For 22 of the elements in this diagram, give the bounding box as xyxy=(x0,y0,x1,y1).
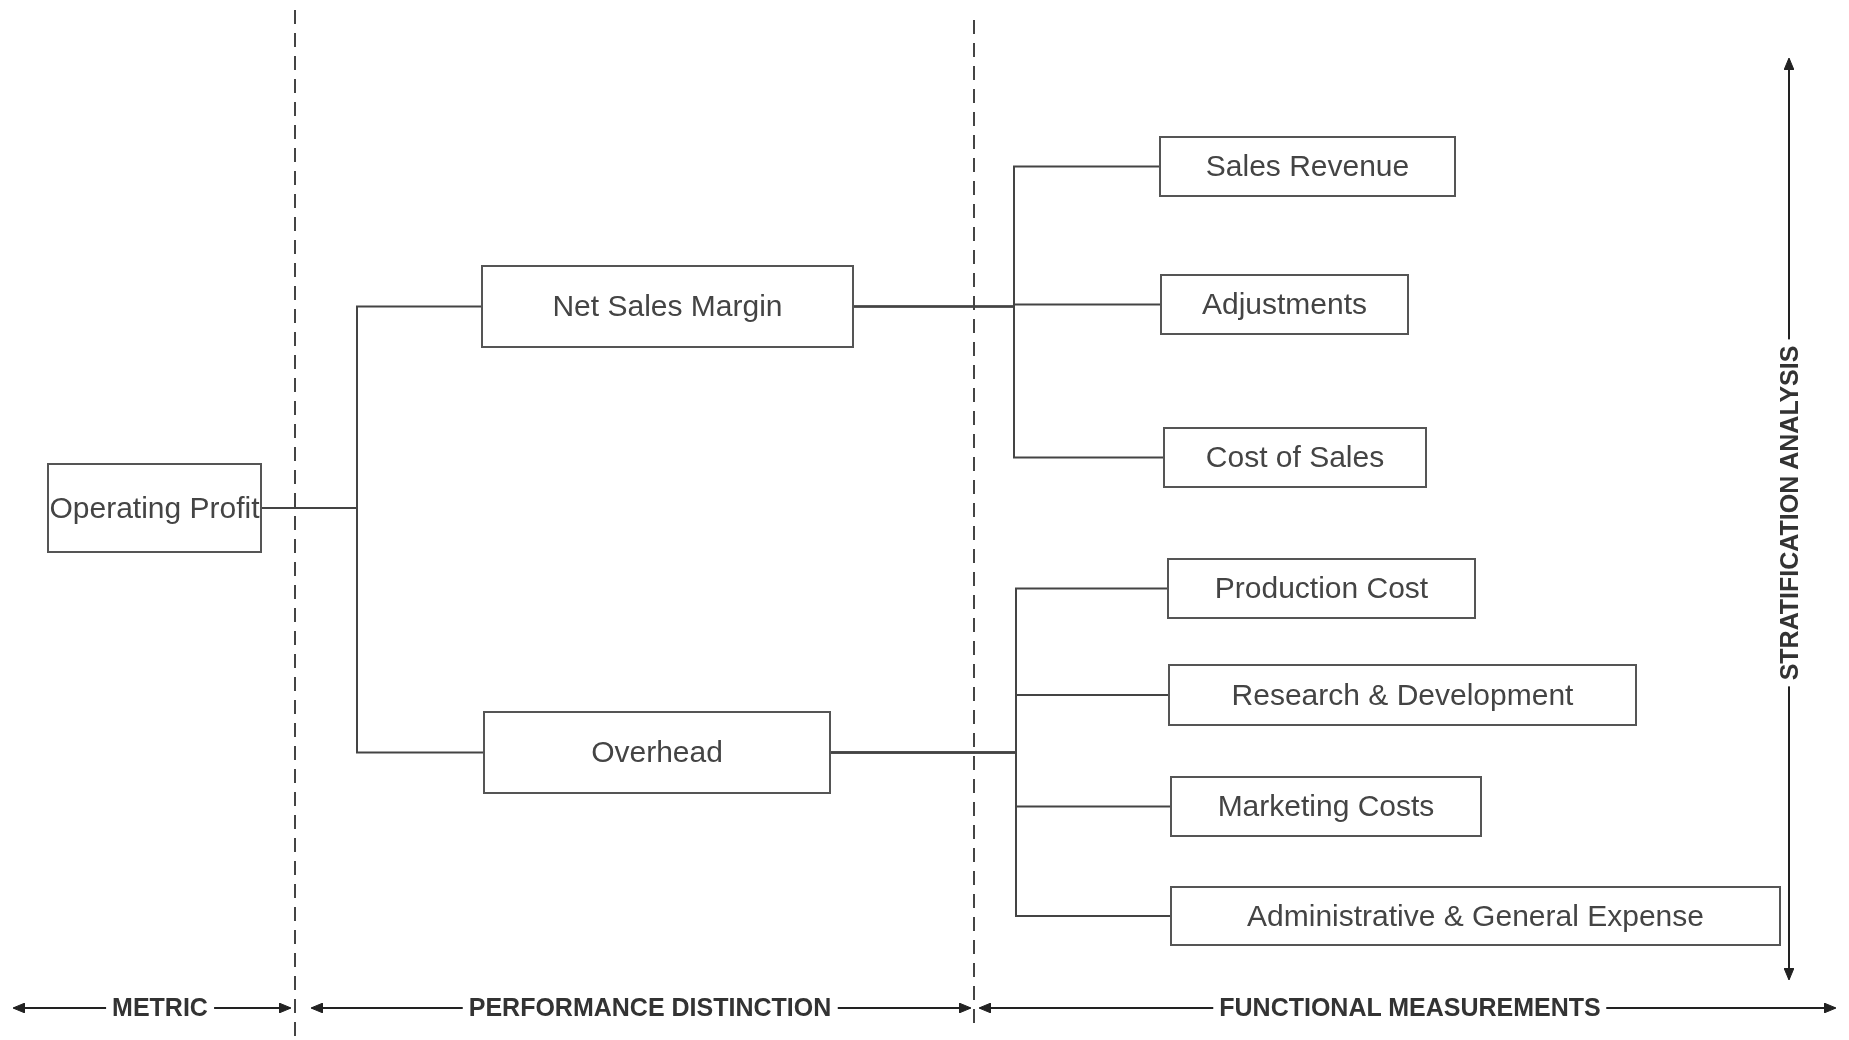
box-label: Research & Development xyxy=(1231,677,1574,713)
box-label: Sales Revenue xyxy=(1205,149,1410,184)
connector-line xyxy=(853,305,1164,459)
label-box xyxy=(483,711,831,794)
box-label: Cost of Sales xyxy=(1205,440,1385,475)
box-label: Marketing Costs xyxy=(1217,789,1435,824)
box-label: Adjustments xyxy=(1201,287,1368,322)
box-label: Net Sales Margin xyxy=(552,289,783,324)
label-box xyxy=(1163,427,1427,488)
box-label: Operating Profit xyxy=(49,490,260,526)
box-label: Production Cost xyxy=(1214,571,1429,606)
label-box xyxy=(481,265,854,348)
box-label: Administrative & General Expense xyxy=(1247,898,1704,934)
label-box xyxy=(1170,776,1482,837)
label-box xyxy=(1170,886,1781,946)
connector-line xyxy=(830,751,1171,917)
label-box xyxy=(1167,558,1476,619)
label-box xyxy=(1168,664,1637,726)
label-box xyxy=(47,463,262,553)
box-label: Overhead xyxy=(591,735,723,770)
label-box xyxy=(1159,136,1456,197)
label-box xyxy=(1160,274,1409,335)
